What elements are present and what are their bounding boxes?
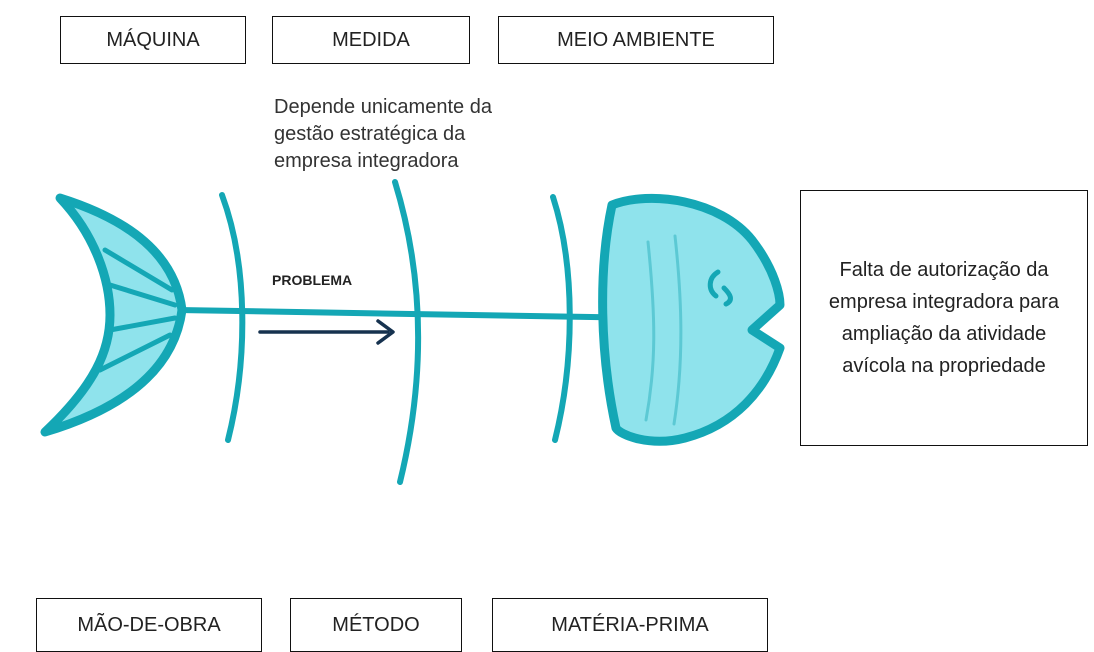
effect-box: Falta de autorização da empresa integrad… (800, 190, 1088, 446)
tail-fin-lines (97, 247, 178, 373)
category-label: MATÉRIA-PRIMA (551, 613, 709, 636)
category-label: MÉTODO (332, 613, 420, 636)
rib-3 (550, 194, 573, 443)
problem-arrow-head (376, 319, 395, 345)
fish-spine (177, 307, 651, 321)
rib-1 (219, 192, 246, 443)
fish-eye (707, 269, 733, 307)
category-materia-prima: MATÉRIA-PRIMA (492, 598, 768, 652)
category-maquina: MÁQUINA (60, 16, 246, 64)
head-detail-lines (644, 234, 683, 426)
effect-text: Falta de autorização da empresa integrad… (828, 259, 1060, 377)
category-mao-de-obra: MÃO-DE-OBRA (36, 598, 262, 652)
rib-2 (392, 179, 422, 485)
category-meio-ambiente: MEIO AMBIENTE (498, 16, 774, 64)
category-label: MEDIDA (332, 28, 410, 51)
category-label: MEIO AMBIENTE (557, 28, 715, 51)
fish-tail (40, 193, 187, 437)
cause-note: Depende unicamente da gestão estratégica… (274, 96, 492, 172)
category-label: MÁQUINA (106, 28, 200, 51)
problem-label: PROBLEMA (272, 272, 353, 288)
category-metodo: MÉTODO (290, 598, 462, 652)
fish-head (598, 193, 785, 446)
category-label: MÃO-DE-OBRA (77, 613, 221, 636)
category-medida: MEDIDA (272, 16, 470, 64)
